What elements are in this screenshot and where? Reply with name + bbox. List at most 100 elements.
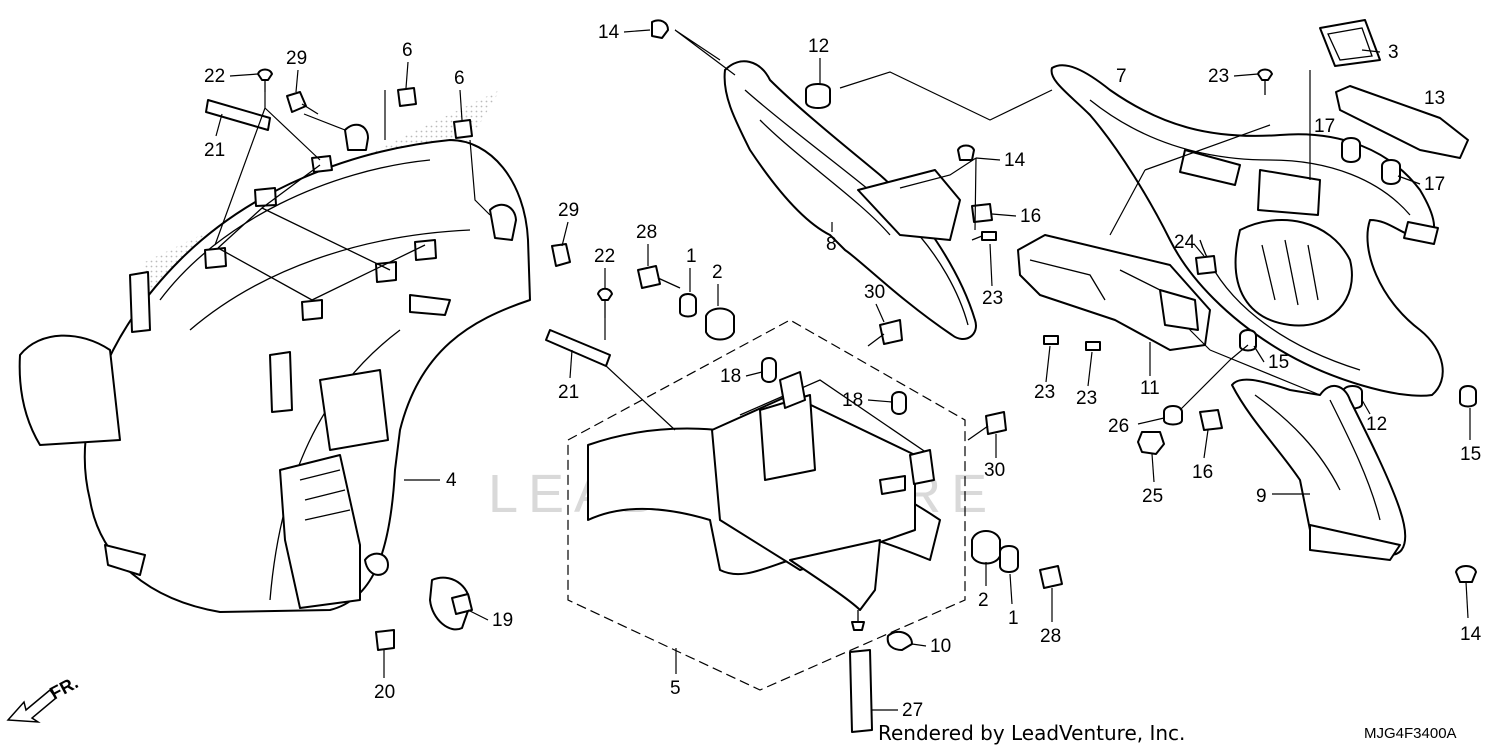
screw-23-left bbox=[981, 231, 997, 241]
nut-16-lower bbox=[1199, 409, 1223, 431]
bracket-11-part bbox=[1017, 234, 1211, 351]
bolt-29-right bbox=[551, 243, 571, 267]
front-arrow-icon bbox=[6, 688, 58, 723]
screw-14-mid bbox=[957, 144, 975, 161]
washer-26 bbox=[1163, 405, 1183, 426]
assembly-box-5 bbox=[567, 319, 966, 691]
callout-23: 23 bbox=[1034, 382, 1055, 403]
callout-20: 20 bbox=[374, 682, 395, 703]
callout-27: 27 bbox=[902, 700, 923, 721]
callout-2: 2 bbox=[712, 262, 723, 283]
callout-17: 17 bbox=[1424, 174, 1445, 195]
callout-8: 8 bbox=[826, 234, 837, 255]
right-top-parts bbox=[805, 19, 1477, 583]
callout-2: 2 bbox=[978, 590, 989, 611]
callout-12: 12 bbox=[1366, 414, 1387, 435]
callout-18: 18 bbox=[720, 366, 741, 387]
right-side-cover-part bbox=[1231, 378, 1407, 561]
callout-12: 12 bbox=[808, 36, 829, 57]
nut-16-upper bbox=[971, 203, 993, 223]
callout-29: 29 bbox=[558, 200, 579, 221]
screw-23-top bbox=[1257, 68, 1273, 81]
front-direction-indicator: FR. bbox=[6, 672, 81, 723]
callout-26: 26 bbox=[1108, 416, 1129, 437]
callout-29: 29 bbox=[286, 48, 307, 69]
callout-23: 23 bbox=[982, 288, 1003, 309]
callout-11: 11 bbox=[1140, 378, 1160, 399]
callout-14: 14 bbox=[1004, 150, 1026, 171]
callout-21: 21 bbox=[558, 382, 579, 403]
clip-21-center bbox=[545, 329, 611, 367]
callout-6: 6 bbox=[454, 68, 465, 89]
grommet-17-left bbox=[1341, 137, 1361, 163]
diagram-code: MJG4F3400A bbox=[1364, 725, 1457, 742]
callout-15: 15 bbox=[1268, 352, 1289, 373]
callout-16: 16 bbox=[1192, 462, 1213, 483]
grommet-17-right bbox=[1381, 159, 1401, 185]
callout-1: 1 bbox=[686, 246, 697, 267]
bolt-30-lower bbox=[985, 411, 1007, 435]
bolt-20 bbox=[375, 629, 395, 651]
callout-18: 18 bbox=[842, 390, 863, 411]
screw-14-lower bbox=[1455, 565, 1477, 583]
nut-6-lower bbox=[453, 119, 473, 139]
bolt-30-upper bbox=[879, 319, 903, 345]
callout-28: 28 bbox=[1040, 626, 1061, 647]
nut-24 bbox=[1195, 255, 1217, 275]
callout-labels: 14 12 7 23 3 13 17 17 14 16 24 23 23 23 … bbox=[204, 22, 1482, 721]
screw-22-left bbox=[257, 68, 273, 81]
tube-27 bbox=[849, 649, 873, 733]
grommet-2-lower bbox=[971, 530, 1001, 565]
screw-23-lower-a bbox=[1043, 335, 1059, 345]
callout-30: 30 bbox=[864, 282, 885, 303]
callout-19: 19 bbox=[492, 610, 513, 631]
center-fasteners bbox=[545, 265, 1063, 733]
collar-1-upper bbox=[679, 293, 697, 318]
callout-28: 28 bbox=[636, 222, 657, 243]
callout-7: 7 bbox=[1116, 66, 1127, 87]
callout-6: 6 bbox=[402, 40, 413, 61]
bolt-29-left bbox=[286, 91, 307, 113]
callout-17: 17 bbox=[1314, 116, 1335, 137]
callout-24: 24 bbox=[1174, 232, 1196, 253]
callout-4: 4 bbox=[446, 470, 457, 491]
splash-guard-part bbox=[587, 371, 941, 631]
cap-10 bbox=[886, 630, 913, 651]
callout-16: 16 bbox=[1020, 206, 1041, 227]
grommet-18-right bbox=[891, 391, 907, 415]
callout-15: 15 bbox=[1460, 444, 1481, 465]
screw-15-right bbox=[1459, 385, 1477, 408]
nut-25 bbox=[1137, 431, 1165, 455]
screw-23-lower-b bbox=[1085, 341, 1101, 351]
footer-credit: Rendered by LeadVenture, Inc. bbox=[878, 721, 1185, 745]
grommet-18-left bbox=[761, 357, 777, 383]
callout-23: 23 bbox=[1076, 388, 1097, 409]
callout-25: 25 bbox=[1142, 486, 1163, 507]
collar-1-lower bbox=[999, 545, 1019, 573]
callout-13: 13 bbox=[1424, 88, 1445, 109]
callout-9: 9 bbox=[1256, 486, 1267, 507]
callout-22: 22 bbox=[204, 66, 225, 87]
bolt-28-lower bbox=[1039, 565, 1063, 589]
callout-23: 23 bbox=[1208, 66, 1229, 87]
leader-lines bbox=[214, 29, 1321, 431]
pad-3 bbox=[1319, 19, 1381, 67]
callout-3: 3 bbox=[1388, 42, 1399, 63]
left-side-cover-part bbox=[651, 19, 977, 340]
callout-21: 21 bbox=[204, 140, 225, 161]
bracket-13 bbox=[1335, 85, 1469, 159]
callout-10: 10 bbox=[930, 636, 951, 657]
bolt-28-upper bbox=[637, 265, 661, 289]
callout-1: 1 bbox=[1008, 608, 1019, 629]
screw-22-center bbox=[597, 287, 613, 301]
clip-21-left bbox=[205, 99, 271, 131]
grommet-12-top bbox=[805, 83, 831, 109]
screw-15-mid bbox=[1239, 329, 1257, 352]
nut-6-upper bbox=[397, 87, 417, 107]
callout-14: 14 bbox=[598, 22, 620, 43]
callout-14: 14 bbox=[1460, 624, 1482, 645]
left-fasteners bbox=[205, 68, 571, 651]
inner-fender-part bbox=[18, 90, 531, 613]
